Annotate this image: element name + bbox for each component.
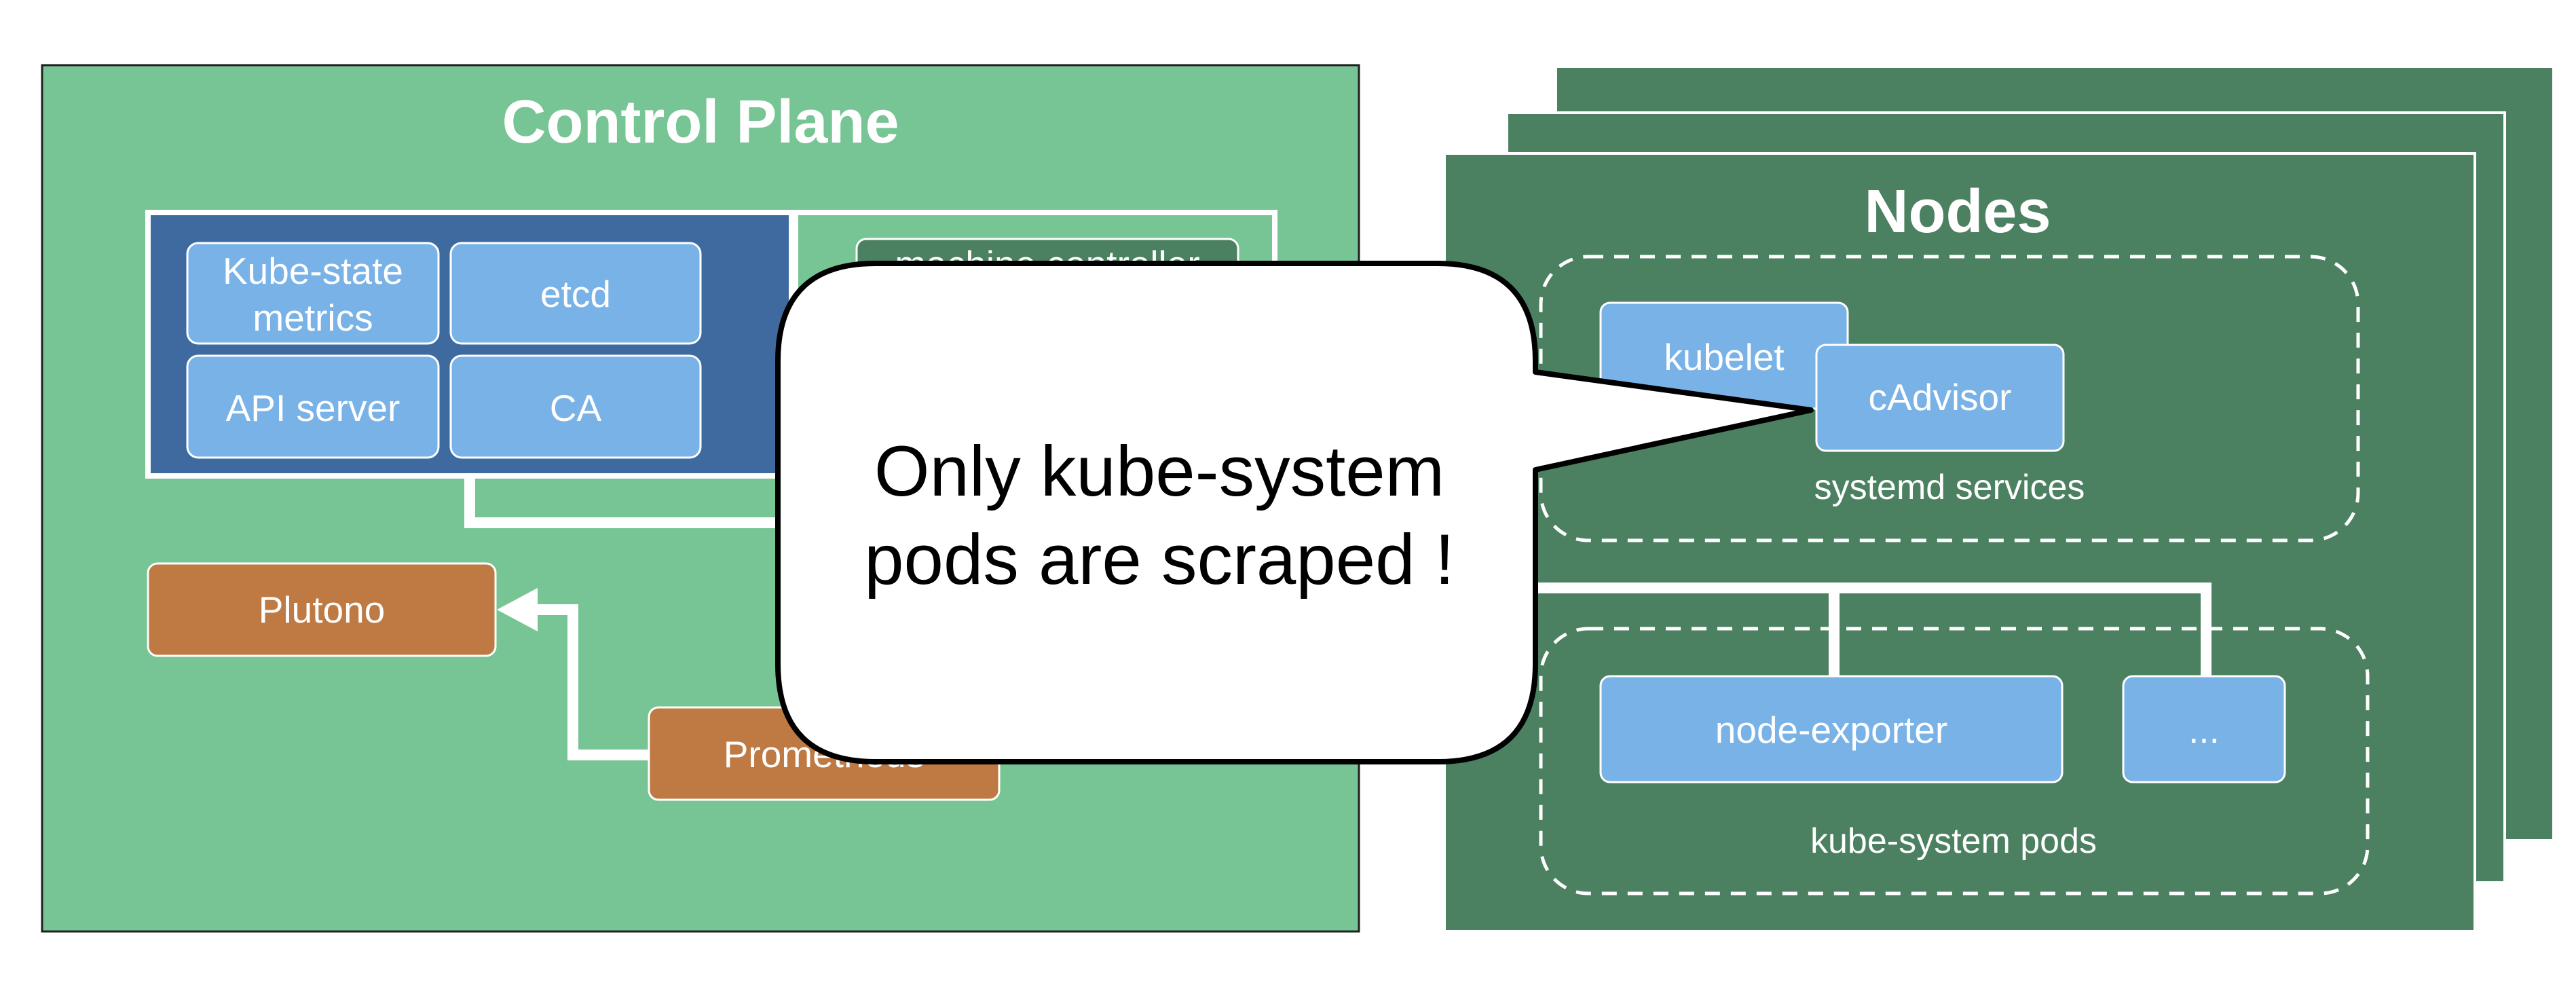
more-pods-label: ... (2188, 709, 2220, 751)
plutono-label: Plutono (259, 589, 386, 631)
more-pods-box (2122, 675, 2286, 783)
group-connector-line (464, 477, 842, 528)
node-panel-front (1443, 152, 2476, 933)
kube-state-metrics-label-line1: Kube-state (223, 250, 403, 292)
kube-state-metrics-box (186, 242, 440, 345)
plutono-box (147, 562, 497, 657)
kube-state-metrics-label-line2: metrics (253, 297, 373, 339)
ca-box (449, 354, 702, 459)
prometheus-to-plutono-arrowhead (497, 588, 538, 631)
speech-callout: Only kube-system pods are scraped ! (775, 261, 1814, 764)
systemd-services-label: systemd services (1814, 468, 2085, 507)
kube-system-pods-label: kube-system pods (1810, 821, 2097, 861)
nodes-title: Nodes (1864, 178, 2051, 246)
callout-text-line2: pods are scraped ! (864, 520, 1455, 599)
callout-text-line1: Only kube-system (874, 432, 1444, 511)
kube-system-pods-group (1539, 627, 2370, 895)
api-server-label: API server (226, 387, 400, 429)
kubelet-label: kubelet (1664, 336, 1784, 378)
callout-bubble (775, 261, 1814, 764)
systemd-services-group (1539, 255, 2360, 542)
api-server-box (186, 354, 440, 459)
cadvisor-box (1815, 344, 2065, 452)
ca-label: CA (550, 387, 602, 429)
cadvisor-label: cAdvisor (1869, 376, 2012, 418)
prometheus-to-plutono-arrow-line (528, 604, 652, 760)
node-exporter-label: node-exporter (1715, 709, 1947, 751)
etcd-box (449, 242, 702, 345)
etcd-label: etcd (540, 273, 611, 315)
nodes: Nodes kubelet cAdvisor systemd services … (1443, 65, 2555, 933)
node-exporter-box (1599, 675, 2064, 783)
control-plane-title: Control Plane (502, 88, 899, 156)
